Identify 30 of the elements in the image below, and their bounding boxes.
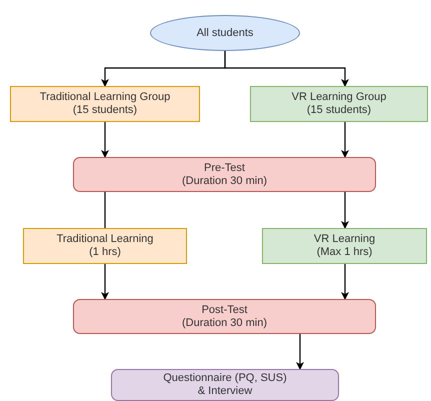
test-box: [73, 157, 376, 192]
box-subtitle: & Interview: [198, 385, 252, 398]
test-box: [73, 299, 376, 334]
box-title: Post-Test: [202, 304, 248, 316]
arrow: [341, 192, 349, 229]
process-box: [23, 228, 187, 264]
process-box: [262, 228, 427, 264]
box-subtitle: (15 students): [72, 104, 138, 117]
process-box: [111, 369, 339, 401]
process-box: [10, 86, 200, 122]
arrow: [101, 122, 109, 158]
box-title: VR Learning: [314, 233, 376, 246]
connector-line: [104, 192, 106, 228]
box-title: All students: [196, 26, 254, 40]
box-subtitle: (Duration 30 min): [182, 174, 267, 188]
box-title: Traditional Learning: [56, 233, 154, 246]
arrow: [101, 264, 109, 300]
arrow: [341, 122, 349, 158]
box-subtitle: (1 hrs): [89, 246, 121, 259]
arrow: [341, 264, 349, 300]
box-title: VR Learning Group: [292, 91, 386, 104]
box-subtitle: (Max 1 hrs): [316, 246, 372, 259]
box-title: Questionnaire (PQ, SUS): [163, 372, 287, 385]
arrow: [224, 51, 349, 87]
process-box: [250, 86, 428, 122]
box-title: Pre-Test: [204, 162, 245, 174]
arrow: [296, 334, 304, 370]
box-subtitle: (15 students): [306, 104, 372, 117]
box-subtitle: (Duration 30 min): [182, 316, 267, 330]
box-title: Traditional Learning Group: [40, 91, 170, 104]
